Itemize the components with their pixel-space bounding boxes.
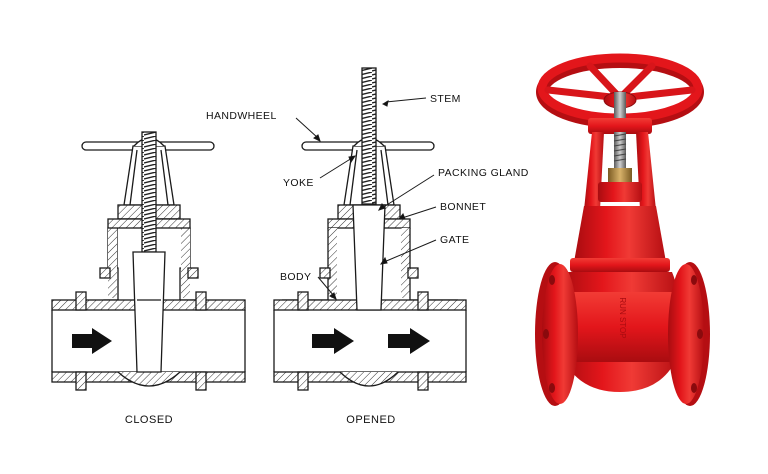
closed-valve-drawing — [51, 131, 246, 391]
label-gate: GATE — [440, 234, 469, 246]
embossed-run-stop: RUN STOP — [618, 297, 627, 338]
label-handwheel: HANDWHEEL — [206, 110, 277, 122]
red-gate-valve-photo: RUN STOP — [535, 53, 710, 406]
label-yoke: YOKE — [283, 177, 314, 189]
label-packing-gland: PACKING GLAND — [438, 167, 529, 179]
caption-opened: OPENED — [346, 414, 395, 426]
caption-closed: CLOSED — [125, 414, 173, 426]
opened-valve-drawing — [273, 67, 467, 391]
label-stem: STEM — [430, 93, 461, 105]
label-bonnet: BONNET — [440, 201, 486, 213]
callout-leaders — [295, 97, 437, 300]
label-body: BODY — [280, 271, 311, 283]
